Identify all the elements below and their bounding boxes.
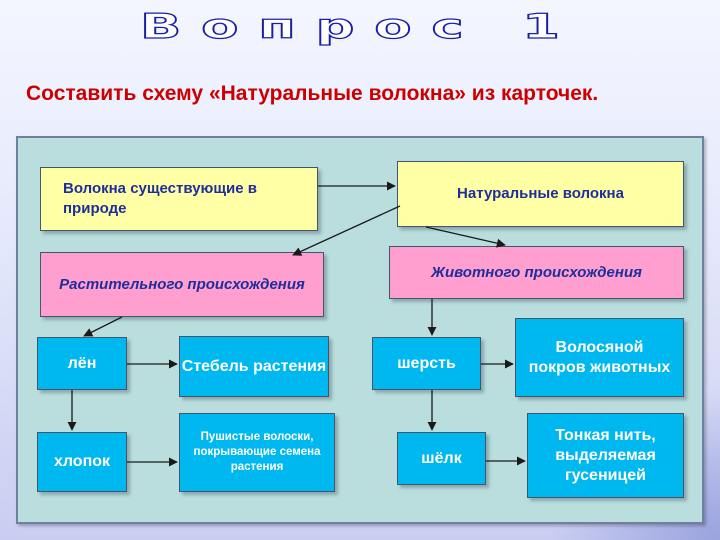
card-animal-origin-label: Животного происхождения — [431, 263, 642, 281]
card-plant-stem-label: Стебель растения — [181, 357, 327, 375]
card-existing-fibers-label: Волокна существующие в природе — [63, 180, 257, 217]
card-wool-label: шерсть — [397, 354, 456, 372]
card-flax-label: лён — [67, 354, 97, 372]
card-plant-origin-label: Растительного происхождения — [59, 275, 305, 293]
card-animal-origin[interactable]: Животного происхождения — [389, 246, 684, 299]
card-existing-fibers[interactable]: Волокна существующие в природе — [40, 167, 318, 231]
card-fluffy-hairs[interactable]: Пушистые волоски, покрывающие семена рас… — [179, 413, 335, 492]
card-fluffy-hairs-label: Пушистые волоски, покрывающие семена рас… — [193, 431, 321, 473]
card-silk-thread[interactable]: Тонкая нить, выделяемая гусеницей — [527, 413, 684, 498]
card-flax[interactable]: лён — [37, 337, 127, 390]
card-natural-fibers-label: Натуральные волокна — [457, 185, 624, 202]
card-plant-origin[interactable]: Растительного происхождения — [40, 252, 324, 317]
card-silk-thread-label: Тонкая нить, выделяемая гусеницей — [555, 426, 656, 484]
card-cotton[interactable]: хлопок — [37, 432, 127, 492]
card-silk[interactable]: шёлк — [397, 432, 486, 485]
card-cotton-label: хлопок — [53, 453, 111, 470]
card-animal-hair-label: Волосяной покров животных — [528, 338, 671, 376]
slide-title: Вопрос 1 — [139, 6, 580, 46]
card-animal-hair[interactable]: Волосяной покров животных — [515, 318, 684, 397]
slide-subtitle: Составить схему «Натуральные волокна» из… — [26, 82, 599, 105]
card-silk-label: шёлк — [421, 449, 462, 467]
card-natural-fibers[interactable]: Натуральные волокна — [397, 161, 684, 227]
card-wool[interactable]: шерсть — [372, 337, 481, 390]
card-plant-stem[interactable]: Стебель растения — [179, 336, 329, 397]
